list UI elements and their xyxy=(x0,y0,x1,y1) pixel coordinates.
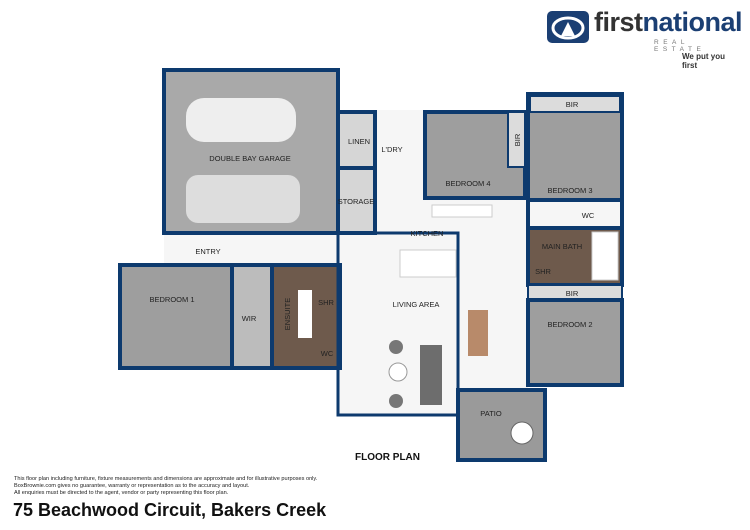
label-bir4: BIR xyxy=(513,133,522,146)
floor-plan: DOUBLE BAY GARAGE LINEN L'DRY STORAGE BE… xyxy=(118,68,624,462)
label-storage: STORAGE xyxy=(338,197,375,206)
label-bedroom3: BEDROOM 3 xyxy=(547,186,592,195)
floor-plan-title: FLOOR PLAN xyxy=(355,452,420,463)
label-wir: WIR xyxy=(242,314,257,323)
ottoman xyxy=(388,362,408,382)
first-national-logo: firstnational REAL ESTATE We put you fir… xyxy=(546,7,743,70)
disclaimer-line: This floor plan including furniture, fix… xyxy=(14,476,318,482)
bir4-room xyxy=(507,111,526,168)
brand-name-part1: first xyxy=(594,7,643,37)
ensuite-room xyxy=(270,263,342,370)
brand-emblem-icon xyxy=(547,11,589,43)
stool xyxy=(389,340,403,354)
dining-table xyxy=(468,310,488,356)
label-garage: DOUBLE BAY GARAGE xyxy=(209,154,290,163)
stool xyxy=(389,394,403,408)
living-outline xyxy=(336,231,460,417)
patio-room xyxy=(456,388,547,462)
disclaimer-line: All enquiries must be directed to the ag… xyxy=(14,489,229,496)
disclaimer-line: BoxBrownie.com gives no guarantee, warra… xyxy=(14,482,250,489)
wir-room xyxy=(230,263,274,370)
label-shr-main: SHR xyxy=(535,267,551,276)
label-wc-ensuite: WC xyxy=(321,349,334,358)
disclaimer: This floor plan including furniture, fix… xyxy=(14,476,317,496)
label-kitchen: KITCHEN xyxy=(411,229,444,238)
label-bedroom1: BEDROOM 1 xyxy=(149,295,194,304)
label-bedroom4: BEDROOM 4 xyxy=(445,179,490,188)
label-wc-main: WC xyxy=(582,211,595,220)
wc-main-room xyxy=(526,198,624,230)
label-patio: PATIO xyxy=(480,409,502,418)
bir3-room xyxy=(529,95,621,113)
brand-subtitle: REAL ESTATE xyxy=(654,39,706,53)
car-suv xyxy=(186,175,300,223)
storage-room xyxy=(336,166,377,235)
label-ensuite: ENSUITE xyxy=(283,298,292,331)
car-convertible xyxy=(186,98,296,142)
sofa xyxy=(420,345,442,405)
entry-floor xyxy=(164,233,340,265)
brand-name: firstnational xyxy=(594,7,743,38)
label-entry: ENTRY xyxy=(195,247,220,256)
label-laundry: L'DRY xyxy=(381,145,402,154)
patio-table xyxy=(510,421,534,445)
label-bir3: BIR xyxy=(566,100,579,109)
label-shr-ensuite: SHR xyxy=(318,298,334,307)
bedroom1-room xyxy=(118,263,234,370)
brand-name-part2: national xyxy=(642,7,743,37)
property-address: 75 Beachwood Circuit, Bakers Creek xyxy=(13,500,327,520)
label-linen: LINEN xyxy=(348,137,370,146)
brand-tagline: We put you first xyxy=(682,52,725,70)
bedroom2-room xyxy=(526,298,624,387)
kitchen-bench xyxy=(431,204,493,218)
label-bir2: BIR xyxy=(566,289,579,298)
bathtub xyxy=(591,231,619,281)
kitchen-island xyxy=(399,249,457,278)
label-bedroom2: BEDROOM 2 xyxy=(547,320,592,329)
label-living: LIVING AREA xyxy=(393,300,440,309)
label-main-bath: MAIN BATH xyxy=(542,242,582,251)
vanity xyxy=(298,290,312,338)
